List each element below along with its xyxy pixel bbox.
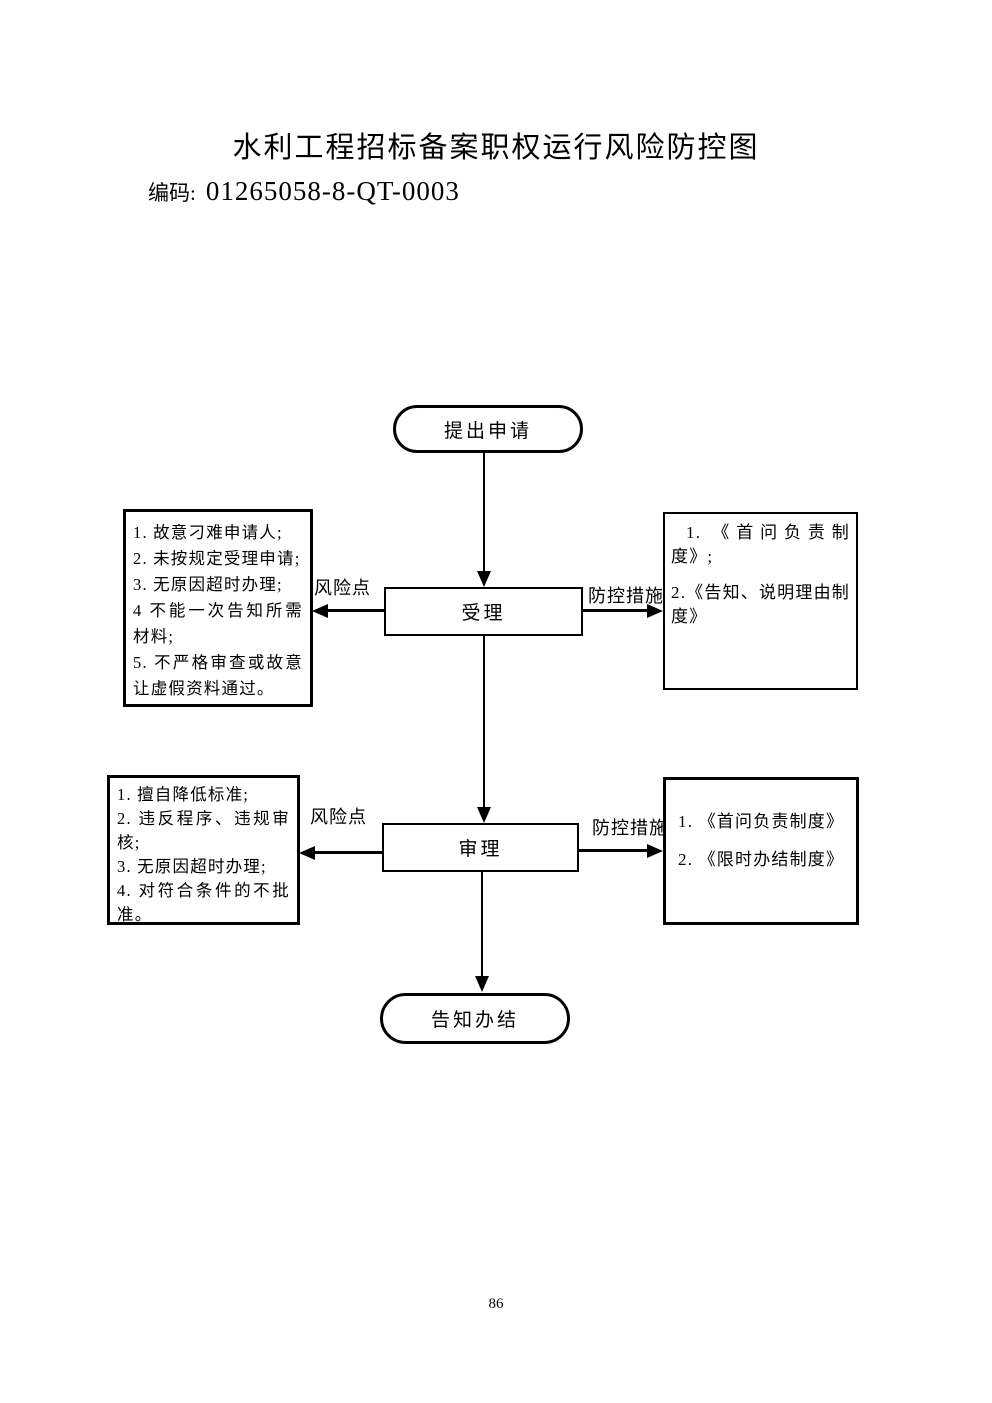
list-item: 4. 对符合条件的不批准。 [117,881,290,924]
measure-label-step1: 防控措施 [588,586,664,606]
code-value: 01265058-8-QT-0003 [205,176,460,206]
list-item: 2. 未按规定受理申请; [133,549,301,568]
list-item: 2. 《限时办结制度》 [678,850,845,869]
list-item: 2.《告知、说明理由制度》 [671,583,850,626]
list-item: 3. 无原因超时办理; [117,857,267,876]
risk-point-label-step1: 风险点 [314,578,371,598]
arrow-review-to-measures-head [647,844,663,858]
arrow-review-to-risks-line [314,851,382,854]
list-item: 1. 故意刁难申请人; [133,523,283,542]
code-label: 编码: [148,181,196,205]
arrow-accept-to-review-line [483,636,485,808]
arrow-accept-to-measures-line [583,609,647,612]
arrow-accept-to-risks-line [327,609,384,612]
flow-node-accept: 受理 [384,587,583,636]
flow-node-review: 审理 [382,823,579,872]
flow-node-end: 告知办结 [380,993,570,1044]
measure-box-step1: 1. 《首问负责制度》; 2.《告知、说明理由制度》 [663,512,858,690]
measure-label-step2: 防控措施 [592,818,668,838]
list-item: 2. 违反程序、违规审核; [117,809,290,852]
list-item: 1. 擅自降低标准; [117,785,250,804]
measure-box-step2: 1. 《首问负责制度》 2. 《限时办结制度》 [663,777,859,925]
arrow-start-to-accept-head [477,571,491,587]
flow-node-start: 提出申请 [393,405,583,453]
arrow-review-to-measures-line [579,849,647,852]
arrow-accept-to-review-head [477,807,491,823]
risk-box-step2: 1. 擅自降低标准; 2. 违反程序、违规审核; 3. 无原因超时办理; 4. 对符合… [107,775,300,925]
arrow-accept-to-risks-head [312,604,328,618]
arrow-review-to-risks-head [299,846,315,860]
list-item: 1. 《首问负责制度》 [678,812,845,831]
list-item: 3. 无原因超时办理; [133,575,283,594]
list-item: 5. 不严格审查或故意让虚假资料通过。 [133,653,303,698]
risk-point-label-step2: 风险点 [310,807,367,827]
risk-box-step1: 1. 故意刁难申请人; 2. 未按规定受理申请; 3. 无原因超时办理; 4 不能一次… [123,509,313,707]
page-number: 86 [488,1296,504,1312]
arrow-review-to-end-head [475,976,489,992]
list-item: 1. 《首问负责制度》; [671,523,850,566]
arrow-accept-to-measures-head [647,604,663,618]
arrow-review-to-end-line [481,872,483,977]
list-item: 4 不能一次告知所需材料; [133,601,303,646]
arrow-start-to-accept-line [483,453,485,572]
document-code: 编码: 01265058-8-QT-0003 [148,176,460,207]
page-title: 水利工程招标备案职权运行风险防控图 [232,132,760,164]
